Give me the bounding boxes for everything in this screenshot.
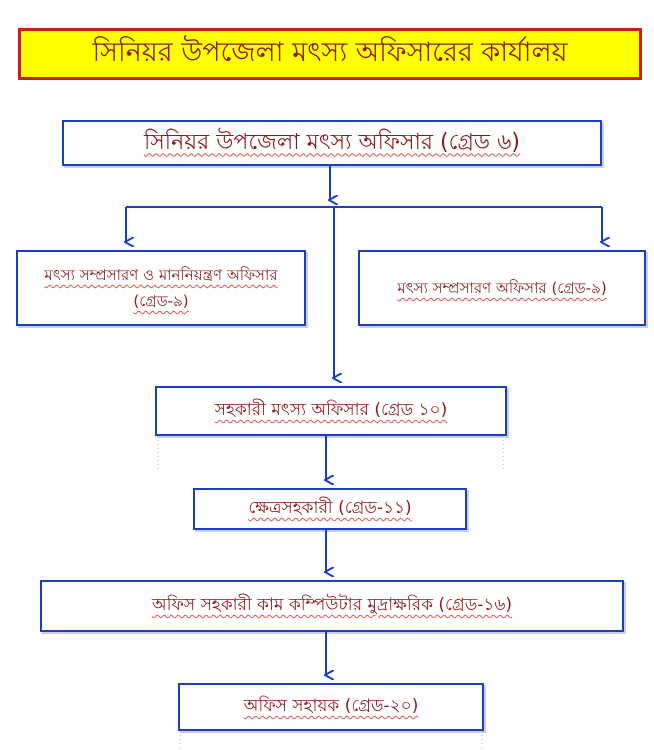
node-office-assistant-typist: অফিস সহকারী কাম কম্পিউটার মুদ্রাক্ষরিক (… [40, 580, 624, 632]
node-field-assistant: ক্ষেত্রসহকারী (গ্রেড-১১) [193, 488, 467, 530]
node-office-helper-label: অফিস সহায়ক (গ্রেড-২০) [243, 696, 419, 716]
node-extension-quality-officer-label: মৎস্য সম্প্রসারণ ও মাননিয়ন্ত্রণ অফিসার … [44, 266, 278, 310]
node-senior-officer: সিনিয়র উপজেলা মৎস্য অফিসার (গ্রেড ৬) [62, 120, 602, 166]
node-office-helper: অফিস সহায়ক (গ্রেড-২০) [178, 683, 484, 731]
node-assistant-officer-label: সহকারী মৎস্য অফিসার (গ্রেড ১০) [214, 400, 448, 420]
node-office-assistant-typist-label: অফিস সহকারী কাম কম্পিউটার মুদ্রাক্ষরিক (… [151, 595, 513, 615]
node-senior-officer-label: সিনিয়র উপজেলা মৎস্য অফিসার (গ্রেড ৬) [143, 129, 521, 155]
node-extension-quality-officer: মৎস্য সম্প্রসারণ ও মাননিয়ন্ত্রণ অফিসার … [16, 250, 306, 326]
node-extension-officer: মৎস্য সম্প্রসারণ অফিসার (গ্রেড-৯) [358, 250, 646, 326]
node-assistant-officer: সহকারী মৎস্য অফিসার (গ্রেড ১০) [155, 386, 507, 436]
office-title: সিনিয়র উপজেলা মৎস্য অফিসারের কার্যালয় [18, 28, 642, 80]
node-field-assistant-label: ক্ষেত্রসহকারী (গ্রেড-১১) [248, 498, 412, 518]
office-title-text: সিনিয়র উপজেলা মৎস্য অফিসারের কার্যালয় [92, 36, 568, 68]
node-extension-officer-label: মৎস্য সম্প্রসারণ অফিসার (গ্রেড-৯) [397, 279, 607, 297]
